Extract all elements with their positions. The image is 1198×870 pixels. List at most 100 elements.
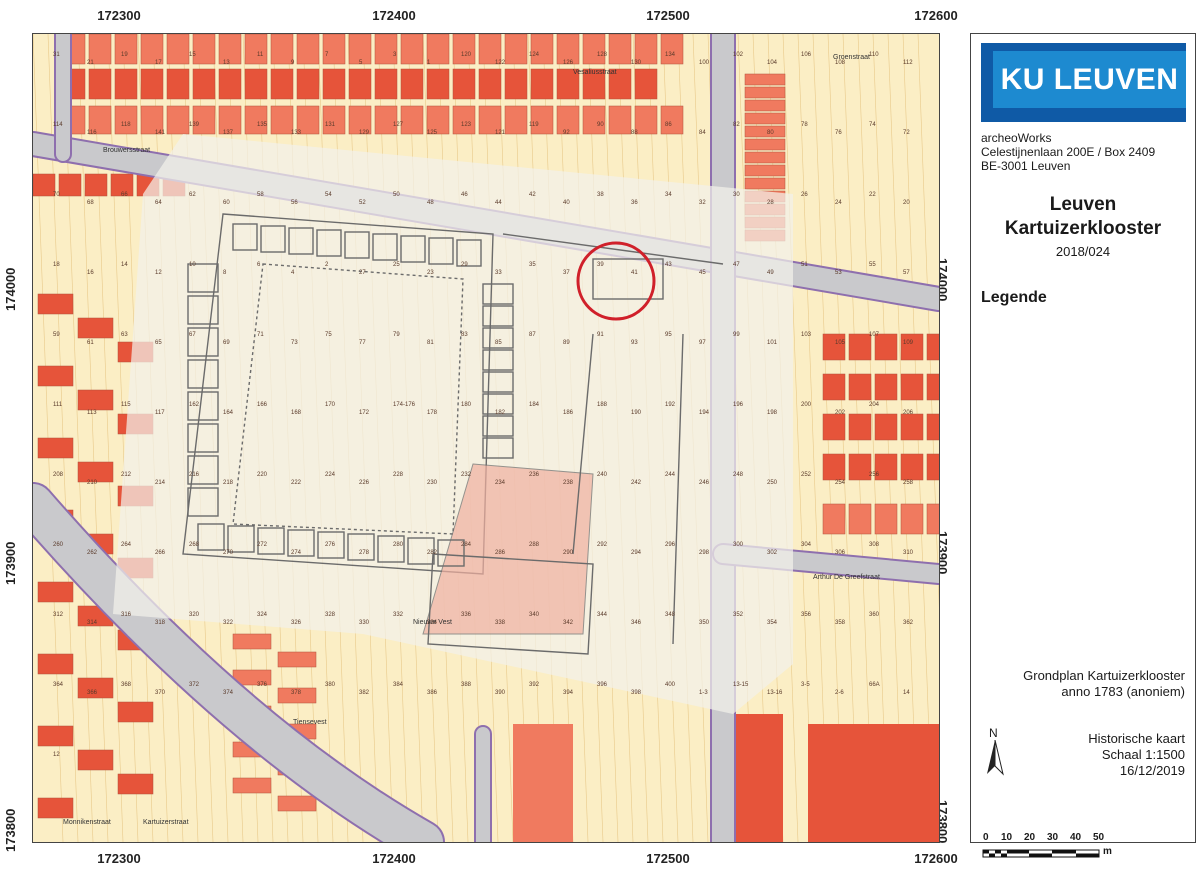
street-label: Kartuizerstraat xyxy=(143,819,189,826)
cell xyxy=(187,327,219,357)
building xyxy=(530,68,554,100)
building xyxy=(608,68,632,100)
parcel-number: 13-16 xyxy=(767,690,783,696)
parcel-number: 65 xyxy=(155,340,162,346)
parcel-number: 31 xyxy=(53,52,60,58)
parcel-number: 116 xyxy=(87,130,97,136)
x-tick-label-top: 172600 xyxy=(914,8,958,23)
parcel-number: 29 xyxy=(461,262,468,268)
building xyxy=(192,105,216,135)
cell xyxy=(428,237,454,265)
building xyxy=(37,293,74,315)
highlight-circle[interactable] xyxy=(576,241,656,321)
cell xyxy=(344,231,370,259)
parcel-number: 350 xyxy=(699,620,710,626)
street-label: Tiensevest xyxy=(293,719,327,726)
plan-description-1: Grondplan Kartuizerklooster xyxy=(1023,668,1185,683)
building xyxy=(660,34,684,65)
building xyxy=(426,34,450,65)
building xyxy=(296,105,320,135)
street-label: Monnikenstraat xyxy=(63,819,111,826)
cell xyxy=(288,227,314,255)
parcel-number: 86 xyxy=(665,122,672,128)
parcel-number: 9 xyxy=(291,60,295,66)
building xyxy=(822,373,846,401)
parcel-number: 102 xyxy=(733,52,744,58)
parcel-number: 256 xyxy=(869,472,880,478)
building xyxy=(192,68,216,100)
parcel-number: 186 xyxy=(563,410,574,416)
parcel-number: 63 xyxy=(121,332,128,338)
parcel-number: 192 xyxy=(665,402,676,408)
parcel-number: 66 xyxy=(121,192,128,198)
parcel-number: 47 xyxy=(733,262,740,268)
parcel-number: 64 xyxy=(155,200,162,206)
parcel-number: 276 xyxy=(325,542,336,548)
parcel-number: 129 xyxy=(359,130,370,136)
overlay-shape xyxy=(113,134,793,714)
cloister-garden xyxy=(232,263,464,535)
parcel-number: 170 xyxy=(325,402,336,408)
x-tick-label-top: 172500 xyxy=(646,8,690,23)
parcel-number: 260 xyxy=(53,542,64,548)
parcel-line xyxy=(782,34,814,842)
building xyxy=(296,34,320,65)
highlighted-structure xyxy=(592,258,664,300)
parcel-number: 372 xyxy=(189,682,200,688)
building xyxy=(808,724,939,842)
x-tick-label-top: 172300 xyxy=(97,8,141,23)
parcel-number: 202 xyxy=(835,410,846,416)
building xyxy=(114,105,138,135)
parcel-number: 356 xyxy=(801,612,812,618)
plan-description-2: anno 1783 (anoniem) xyxy=(1061,684,1185,699)
parcel-number: 12 xyxy=(53,752,60,758)
x-tick-label-top: 172400 xyxy=(372,8,416,23)
parcel-number: 166 xyxy=(257,402,268,408)
logo-text: KU LEUVEN xyxy=(1000,62,1179,96)
parcel-number: 264 xyxy=(121,542,132,548)
parcel-number: 7 xyxy=(325,52,329,58)
parcel-number: 300 xyxy=(733,542,744,548)
parcel-number: 222 xyxy=(291,480,302,486)
parcel-number: 51 xyxy=(801,262,808,268)
parcel-number: 68 xyxy=(87,200,94,206)
parcel-number: 84 xyxy=(699,130,706,136)
parcel-number: 298 xyxy=(699,550,710,556)
building xyxy=(608,105,632,135)
parcel-number: 380 xyxy=(325,682,336,688)
building xyxy=(117,773,154,795)
street-label: Brouwersstraat xyxy=(103,147,150,154)
parcel-number: 346 xyxy=(631,620,642,626)
parcel-number: 91 xyxy=(597,332,604,338)
building xyxy=(874,373,898,401)
parcel-number: 254 xyxy=(835,480,846,486)
north-label: N xyxy=(989,726,998,740)
parcel-number: 106 xyxy=(801,52,812,58)
building xyxy=(822,333,846,361)
parcel-number: 4 xyxy=(291,270,295,276)
cell xyxy=(260,225,286,253)
building xyxy=(140,34,164,65)
building xyxy=(452,68,476,100)
org-name: archeoWorks xyxy=(981,131,1052,145)
parcel-number: 24 xyxy=(835,200,842,206)
building xyxy=(452,34,476,65)
building xyxy=(88,105,112,135)
building xyxy=(926,333,939,361)
parcel-number: 111 xyxy=(53,402,63,408)
scalebar-graphic xyxy=(982,849,1100,858)
address-line-2: BE-3001 Leuven xyxy=(981,159,1071,173)
parcel-number: 27 xyxy=(359,270,366,276)
cell xyxy=(187,391,219,421)
parcel-number: 93 xyxy=(631,340,638,346)
parcel-number: 14 xyxy=(121,262,128,268)
parcel-number: 2-6 xyxy=(835,690,844,696)
building xyxy=(33,173,56,197)
parcel-number: 14 xyxy=(903,690,910,696)
church-wing xyxy=(422,463,594,635)
parcel-number: 250 xyxy=(767,480,778,486)
building xyxy=(400,105,424,135)
parcel-number: 224 xyxy=(325,472,336,478)
parcel-number: 258 xyxy=(903,480,914,486)
